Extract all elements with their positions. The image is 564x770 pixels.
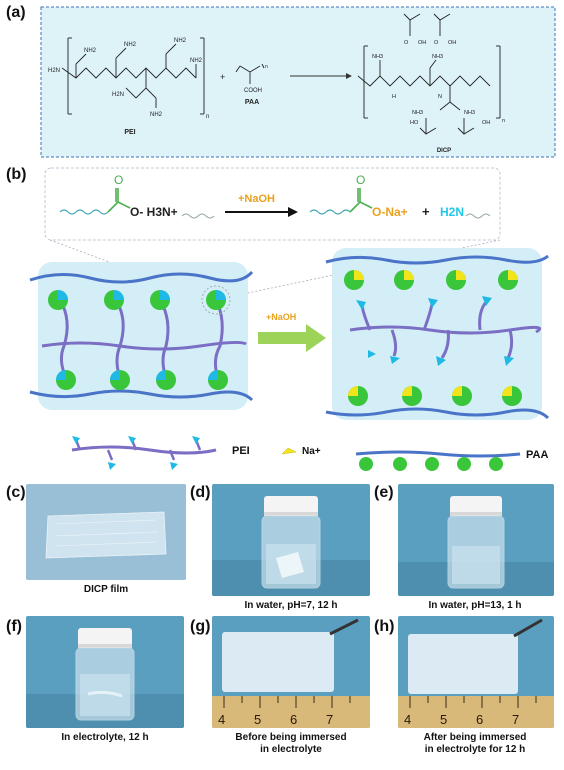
dicp-oh-2: OH	[448, 40, 456, 46]
left-network-chains	[29, 270, 254, 402]
panel-g-caption: Before being immersed in electrolyte	[206, 732, 376, 756]
panel-e-caption: In water, pH=13, 1 h	[428, 600, 522, 611]
product-amine: H2N	[440, 205, 464, 219]
dicp-oh-3: OH	[482, 120, 490, 126]
panel-h-label: (h)	[374, 618, 395, 635]
dicp-ho: HO	[410, 120, 419, 126]
pei-h2n-label: H2N	[48, 68, 60, 74]
right-network-box	[332, 248, 542, 420]
left-carbonyl-o: O	[114, 173, 123, 187]
mid-arrow-shaft	[258, 332, 306, 344]
dicp-nh3-4: NH3	[464, 110, 475, 116]
ruler-g-tick-3: 7	[326, 712, 333, 727]
dicp-nh3-1: NH3	[372, 54, 383, 60]
dicp-nh3-2: NH3	[432, 54, 443, 60]
ruler-h-tick-2: 6	[476, 712, 483, 727]
panel-d-caption: In water, pH=7, 12 h	[244, 600, 338, 611]
panel-g-photo: 4 5 6 7	[212, 616, 370, 728]
dicp-o-minus-1: O	[404, 40, 409, 46]
panel-g-caption-line1: Before being immersed	[235, 732, 347, 743]
legend-pei-label: PEI	[232, 445, 250, 457]
right-network-chains	[325, 254, 550, 420]
panel-h-caption-line2: in electrolyte for 12 h	[424, 744, 526, 755]
panel-h-photo: 4 5 6 7	[398, 616, 554, 728]
panel-f-caption: In electrolyte, 12 h	[61, 732, 149, 743]
panel-f-label: (f)	[6, 618, 22, 635]
panel-a-frame	[40, 6, 556, 158]
right-species-label: O-Na+	[372, 205, 408, 219]
dicp-name: DICP	[437, 148, 451, 154]
panel-b-diagram: O O- H3N+ +NaOH O O-Na+ + H2N +NaOH	[29, 167, 550, 471]
right-carbonyl-o: O	[356, 173, 365, 187]
dicp-o-minus-2: O	[434, 40, 439, 46]
ruler-h-tick-1: 5	[440, 712, 447, 727]
reaction-plus: +	[422, 204, 430, 219]
pei-name: PEI	[124, 129, 135, 136]
reagent-top: +NaOH	[238, 193, 275, 205]
legend-pei-glyph	[71, 436, 217, 470]
dicp-nh3-3: NH3	[412, 110, 423, 116]
panel-g-caption-line2: in electrolyte	[260, 744, 322, 755]
ruler-g-tick-2: 6	[290, 712, 297, 727]
panel-c-label: (c)	[6, 484, 26, 501]
panel-c-caption: DICP film	[83, 584, 129, 595]
dicp-n-1: N	[438, 94, 442, 100]
ruler-h-tick-0: 4	[404, 712, 411, 727]
pei-nh2-label-2: NH2	[124, 42, 137, 48]
panel-e-label: (e)	[374, 484, 394, 501]
pei-nh2-label-4: NH2	[190, 58, 203, 64]
dicp-structure	[357, 13, 501, 135]
pei-structure	[61, 37, 205, 115]
ruler-h-tick-3: 7	[512, 712, 519, 727]
ruler-g-tick-0: 4	[218, 712, 225, 727]
panel-a-plus: +	[220, 72, 225, 82]
right-amine-tips	[356, 296, 514, 366]
reaction-box	[44, 167, 501, 241]
paa-cooh-label: COOH	[244, 88, 262, 94]
left-species-label: O- H3N+	[130, 205, 178, 219]
legend-na-label: Na+	[302, 446, 321, 457]
pei-sub-n: n	[206, 114, 209, 120]
left-network-box	[38, 262, 248, 410]
paa-structure	[235, 63, 265, 84]
reagent-mid: +NaOH	[266, 312, 296, 322]
right-pei-chains	[349, 301, 542, 359]
panel-f-photo	[26, 616, 184, 728]
panel-a-label: (a)	[6, 4, 26, 21]
left-pei-chains	[41, 299, 247, 379]
ruler-g-tick-1: 5	[254, 712, 261, 727]
dicp-h-1: H	[392, 94, 396, 100]
legend-paa-glyph	[355, 450, 521, 471]
panel-e-photo	[398, 484, 554, 596]
legend-paa-label: PAA	[526, 449, 548, 461]
panel-b-label: (b)	[6, 166, 27, 183]
legend-na-glyph	[281, 447, 297, 455]
paa-name: PAA	[245, 99, 259, 106]
paa-sub-n: n	[265, 64, 268, 70]
pei-h2n-label-2: H2N	[112, 92, 124, 98]
dicp-sub-n: n	[502, 118, 505, 124]
pei-nh2-label-5: NH2	[150, 112, 163, 118]
pei-nh2-label-3: NH2	[174, 38, 187, 44]
pei-nh2-label-1: NH2	[84, 48, 97, 54]
dicp-oh-1: OH	[418, 40, 426, 46]
panel-g-label: (g)	[190, 618, 211, 635]
right-paa-spheres	[344, 270, 522, 406]
panel-h-caption: After being immersed in electrolyte for …	[390, 732, 560, 756]
panel-d-photo	[212, 484, 370, 596]
panel-c-photo	[26, 484, 186, 580]
panel-a-scheme: H2N NH2 NH2 NH2 NH2 H2N NH2 n PEI + COOH…	[40, 6, 556, 158]
panel-h-caption-line1: After being immersed	[423, 732, 527, 743]
panel-d-label: (d)	[190, 484, 211, 501]
left-paa-spheres	[48, 285, 231, 390]
